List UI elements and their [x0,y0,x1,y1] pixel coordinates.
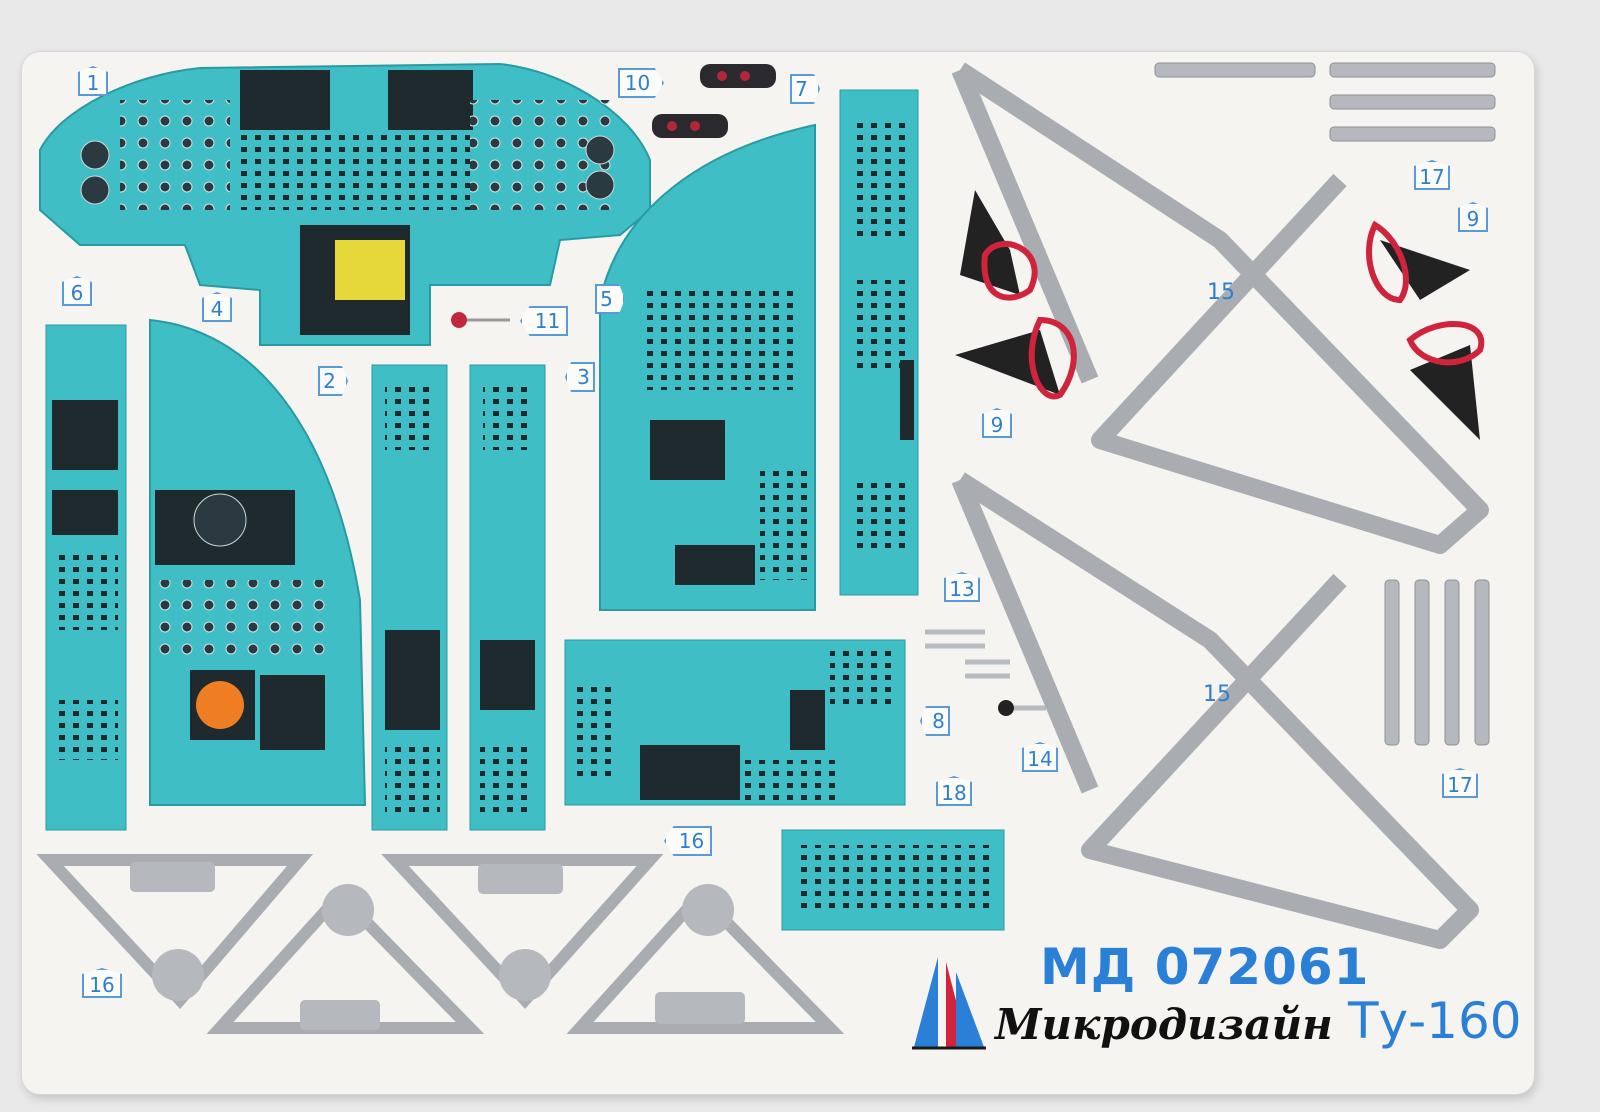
part-label-17-bottom: 17 [1442,768,1478,798]
part-label-15-top: 15 [1207,280,1235,305]
part-7-tall-panel [839,89,919,596]
part-18-panel [781,829,1005,931]
part-17-rods [1154,62,1496,746]
part-15-seat-frames [951,62,1489,949]
part-label-16-bottom: 16 [82,968,122,998]
brand-name: Микродизайн [995,1000,1333,1049]
part-10-small-bars [652,64,776,138]
part-label-14: 14 [1022,742,1058,772]
part-label-8: 8 [920,706,950,736]
part-label-16-top: 16 [664,826,712,856]
part-label-4: 4 [202,292,232,322]
part-label-6: 6 [62,276,92,306]
part-label-10: 10 [618,68,664,98]
part-4-curved-panel [149,318,367,806]
part-label-3: 3 [565,362,595,392]
part-label-11: 11 [520,306,568,336]
part-9-red-handles [955,190,1485,440]
part-label-9-left: 9 [982,408,1012,438]
part-6-left-strip [45,324,127,831]
brand-logo-sails-icon [912,957,986,1050]
part-2-3-narrow-panels [371,364,546,831]
part-label-18: 18 [936,776,972,806]
part-8-wide-panel [564,639,906,806]
part-16-triangle-frames [36,854,845,1034]
aircraft-model: Ту-160 [1348,992,1522,1050]
part-label-15-bottom: 15 [1203,682,1231,707]
part-label-1: 1 [78,66,108,96]
part-label-7: 7 [790,74,820,104]
part-label-17-top: 17 [1414,160,1450,190]
part-label-5: 5 [595,284,625,314]
part-label-2: 2 [318,366,348,396]
small-parts-11-13-14 [451,312,1046,716]
part-1-main-instrument-panel [39,62,651,346]
part-label-13: 13 [944,572,980,602]
part-5-large-panel [599,123,816,611]
part-label-9-right: 9 [1458,202,1488,232]
product-code: МД 072061 [1040,938,1370,996]
